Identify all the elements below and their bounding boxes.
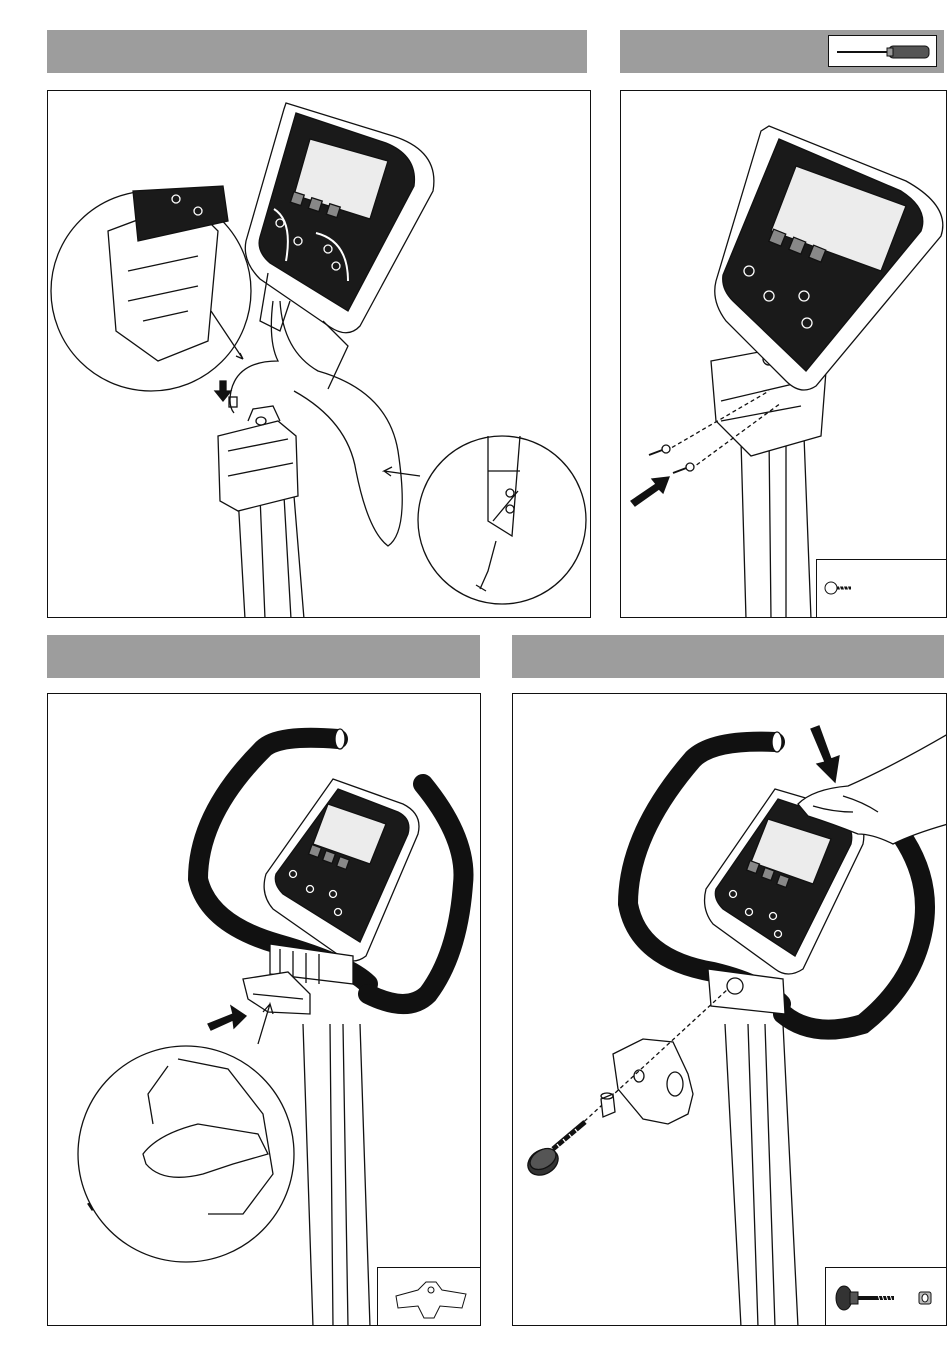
step4-panel <box>512 693 947 1326</box>
step1-panel <box>47 90 591 618</box>
screwdriver-icon <box>829 36 938 68</box>
step3-header-bar <box>47 635 480 678</box>
screw-icon <box>817 560 947 618</box>
spacer-bushing-icon <box>916 1288 936 1308</box>
step4-parts-box <box>825 1267 947 1326</box>
step2-panel <box>620 90 947 618</box>
step3-illustration <box>48 694 481 1326</box>
step1-illustration <box>48 91 591 618</box>
bracket-clamp-icon <box>378 1268 481 1326</box>
step2-illustration <box>621 91 947 618</box>
step1-header-bar <box>47 30 587 73</box>
step4-illustration <box>513 694 947 1326</box>
step3-parts-box <box>377 1267 481 1326</box>
step4-header-bar <box>512 635 944 678</box>
step2-tool-box <box>828 35 937 67</box>
step3-panel <box>47 693 481 1326</box>
step2-parts-box <box>816 559 947 618</box>
